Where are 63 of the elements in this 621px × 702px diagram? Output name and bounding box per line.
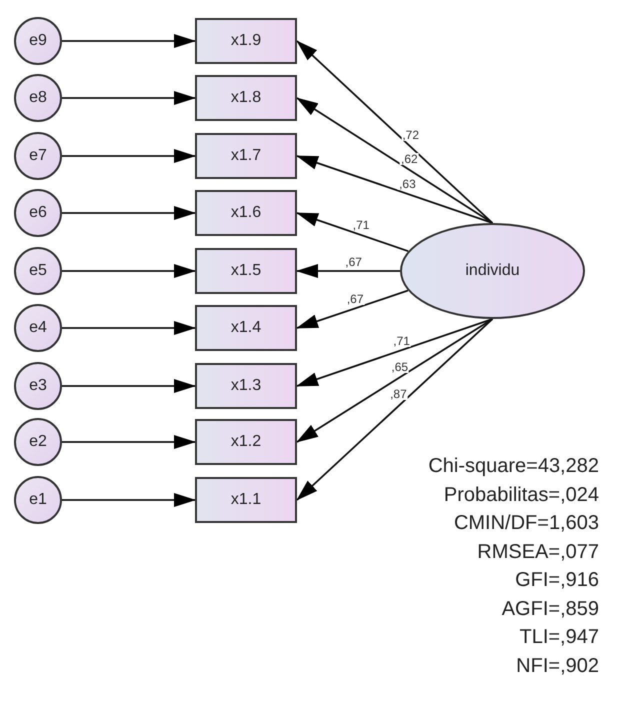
edge-label: ,72: [401, 128, 420, 140]
fit-statistic: GFI=,916: [515, 568, 599, 593]
arrow: [62, 321, 196, 335]
node-label: e6: [29, 203, 47, 223]
arrow: [62, 435, 196, 449]
edge-label: ,67: [346, 292, 365, 305]
node-label: x1.1: [230, 490, 262, 510]
variable-box: [195, 75, 297, 121]
edge-label: ,71: [352, 219, 370, 232]
arrow: [62, 34, 196, 48]
arrow: [62, 264, 196, 278]
fit-statistic: RMSEA=,077: [477, 540, 599, 564]
variable-box: [195, 18, 297, 64]
fit-statistic: Probabilitas=,024: [444, 482, 599, 508]
edge-label: ,87: [389, 388, 408, 400]
arrow: [62, 379, 196, 393]
node-label: individu: [465, 261, 520, 281]
fit-statistic: AGFI=,859: [502, 596, 599, 622]
edge-label: ,62: [400, 153, 419, 166]
arrow: [296, 264, 400, 278]
arrow: [62, 149, 196, 163]
edge-label: ,63: [398, 178, 417, 190]
node-label: x1.8: [230, 88, 262, 108]
variable-box: [195, 133, 297, 179]
variable-box: [195, 363, 297, 409]
node-label: x1.3: [230, 376, 262, 396]
node-label: e5: [29, 261, 47, 281]
node-label: x1.5: [230, 261, 262, 281]
node-label: e8: [29, 88, 47, 108]
node-label: x1.2: [230, 432, 262, 452]
variable-box: [195, 305, 297, 351]
variable-box: [195, 248, 297, 294]
fit-statistic: CMIN/DF=1,603: [454, 511, 599, 536]
arrow: [296, 212, 409, 252]
node-label: e7: [29, 146, 47, 166]
arrow: [62, 206, 196, 220]
arrow: [296, 318, 493, 387]
arrow: [296, 40, 494, 224]
edge-label: ,67: [344, 256, 363, 268]
arrow: [62, 91, 196, 105]
node-label: e1: [29, 490, 47, 510]
node-label: e9: [29, 31, 47, 51]
fit-statistic: NFI=,902: [516, 654, 599, 678]
node-label: x1.7: [230, 146, 262, 166]
edge-label: ,65: [390, 360, 410, 373]
arrow: [296, 318, 494, 501]
node-label: e3: [29, 376, 47, 396]
node-label: x1.4: [230, 318, 262, 338]
fit-statistic: Chi-square=43,282: [428, 454, 599, 479]
arrow: [296, 97, 493, 224]
arrow: [62, 493, 196, 507]
arrow: [296, 155, 493, 224]
node-label: x1.6: [230, 203, 262, 223]
arrow: [296, 318, 493, 443]
variable-box: [195, 190, 297, 236]
fit-statistic: TLI=,947: [519, 625, 599, 650]
node-label: x1.9: [230, 31, 262, 51]
arrow: [296, 290, 408, 329]
variable-box: [195, 477, 297, 523]
variable-box: [195, 419, 297, 465]
edge-label: ,71: [392, 334, 411, 347]
node-label: e4: [29, 318, 47, 338]
node-label: e2: [29, 432, 47, 452]
